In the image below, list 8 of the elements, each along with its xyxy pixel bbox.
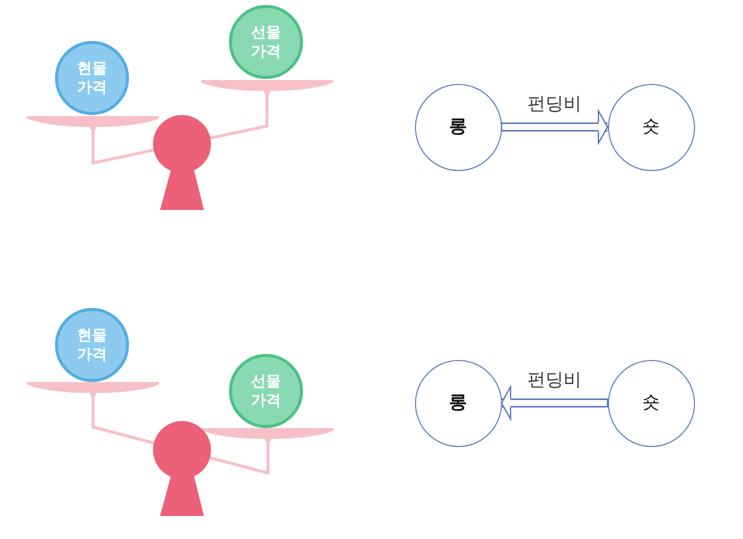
price-label: 현물 가격	[76, 58, 108, 98]
price-label: 현물 가격	[76, 326, 108, 364]
position-label: 숏	[642, 391, 660, 415]
position-label: 롱	[449, 115, 467, 139]
price-label: 선물 가격	[250, 22, 282, 62]
price-label: 선물 가격	[250, 372, 282, 410]
position-label: 숏	[642, 115, 660, 139]
position-label: 롱	[449, 391, 467, 415]
